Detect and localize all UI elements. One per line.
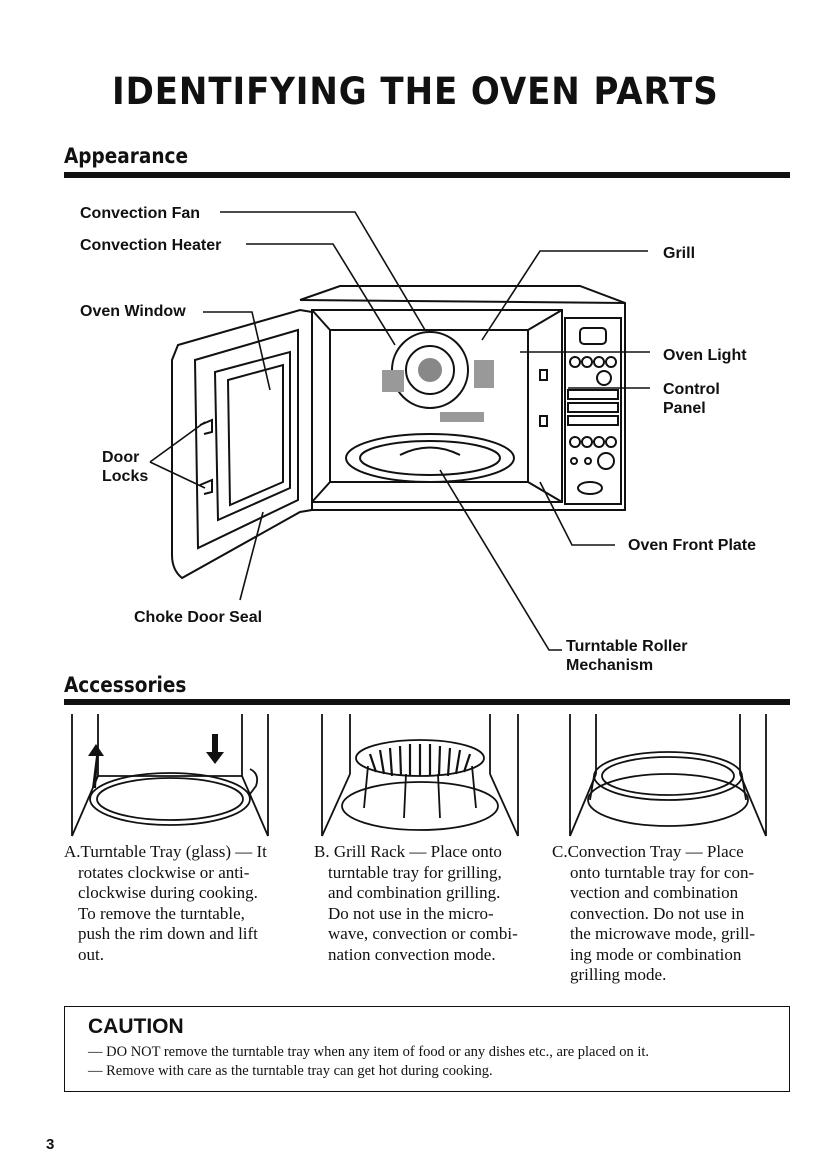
accessory-b-line: turntable tray for grilling, <box>328 862 502 882</box>
appearance-rule <box>64 172 790 178</box>
label-door-locks-1: Door <box>102 449 140 466</box>
caution-line-2: — Remove with care as the turntable tray… <box>88 1063 493 1079</box>
label-oven-front-plate: Oven Front Plate <box>628 537 757 554</box>
appearance-heading: Appearance <box>64 144 188 168</box>
label-oven-light: Oven Light <box>663 347 747 364</box>
caution-line-1: — DO NOT remove the turntable tray when … <box>88 1044 650 1060</box>
accessory-c-description: C.Convection Tray — Place onto turntable… <box>552 842 792 986</box>
accessory-b-line: nation convection mode. <box>328 944 496 964</box>
accessory-c-line: grilling mode. <box>570 965 667 984</box>
accessory-c-line: convection. Do not use in <box>570 903 745 923</box>
label-convection-heater: Convection Heater <box>80 237 222 254</box>
accessory-c-line: onto turntable tray for con- <box>570 862 755 882</box>
accessory-c-line: vection and combination <box>570 883 739 902</box>
page-title: IDENTIFYING THE OVEN PARTS <box>112 70 719 113</box>
accessory-a-description: A.Turntable Tray (glass) — It rotates cl… <box>64 842 304 965</box>
accessory-c-line: the microwave mode, grill- <box>570 924 756 943</box>
label-turntable-roller-1: Turntable Roller <box>566 638 688 655</box>
accessory-b-line: B. Grill Rack — Place onto <box>314 842 502 861</box>
page-number: 3 <box>46 1136 55 1153</box>
accessory-a-line: clockwise during cooking. <box>78 883 258 902</box>
label-door-locks-2: Locks <box>102 468 149 485</box>
accessory-c-line: C.Convection Tray — Place <box>552 842 744 861</box>
oven-diagram <box>149 211 650 651</box>
accessory-a-line: A.Turntable Tray (glass) — It <box>64 842 267 861</box>
turntable-tray-illustration <box>71 714 269 837</box>
caution-box <box>64 1006 790 1092</box>
accessory-a-line: push the rim down and lift <box>78 924 258 943</box>
accessory-b-line: and combination grilling. <box>328 883 501 902</box>
accessories-rule <box>64 699 790 705</box>
accessory-c-line: ing mode or combination <box>570 944 742 964</box>
label-control-panel-1: Control <box>663 381 720 398</box>
label-control-panel-2: Panel <box>663 400 706 417</box>
accessories-heading: Accessories <box>64 673 187 697</box>
accessory-b-line: Do not use in the micro- <box>328 903 494 923</box>
label-grill: Grill <box>663 245 696 262</box>
label-turntable-roller-2: Mechanism <box>566 657 654 674</box>
label-convection-fan: Convection Fan <box>80 205 201 222</box>
label-choke-door-seal: Choke Door Seal <box>134 609 263 626</box>
caution-title: CAUTION <box>88 1015 184 1038</box>
convection-tray-illustration <box>569 714 767 837</box>
grill-rack-illustration <box>321 714 519 837</box>
accessory-a-line: rotates clockwise or anti- <box>78 862 250 882</box>
accessory-b-description: B. Grill Rack — Place onto turntable tra… <box>314 842 546 965</box>
accessory-a-line: out. <box>78 944 104 964</box>
accessory-a-line: To remove the turntable, <box>78 903 245 923</box>
accessory-b-line: wave, convection or combi- <box>328 924 518 943</box>
label-oven-window: Oven Window <box>80 303 186 320</box>
